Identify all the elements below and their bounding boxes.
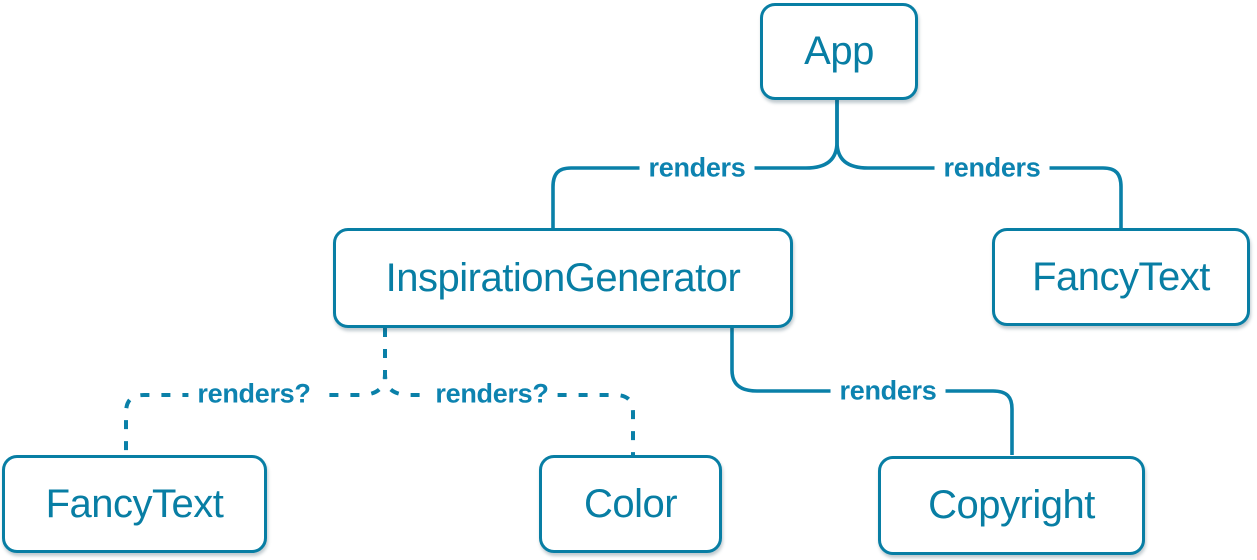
node-app: App bbox=[760, 3, 918, 100]
edge-label-renders-maybe-color: renders? bbox=[426, 378, 558, 410]
node-fancy-text-top: FancyText bbox=[992, 228, 1250, 326]
node-copyright-label: Copyright bbox=[928, 483, 1095, 527]
edge-label-renders-app-inspirationgenerator: renders bbox=[639, 152, 755, 184]
node-color: Color bbox=[539, 455, 722, 553]
node-fancy-text-bottom: FancyText bbox=[2, 455, 267, 553]
node-app-label: App bbox=[804, 29, 874, 73]
edge-label-renders-copyright: renders bbox=[830, 375, 946, 407]
node-inspiration-generator-label: InspirationGenerator bbox=[385, 255, 741, 300]
node-color-label: Color bbox=[583, 481, 678, 526]
edge-label-renders-maybe-fancytext: renders? bbox=[188, 378, 320, 410]
edge-label-renders-app-fancytext: renders bbox=[934, 152, 1050, 184]
node-fancy-text-bottom-label: FancyText bbox=[45, 481, 224, 526]
node-inspiration-generator: InspirationGenerator bbox=[333, 228, 793, 328]
node-copyright: Copyright bbox=[878, 456, 1145, 555]
node-fancy-text-top-label: FancyText bbox=[1032, 254, 1210, 299]
